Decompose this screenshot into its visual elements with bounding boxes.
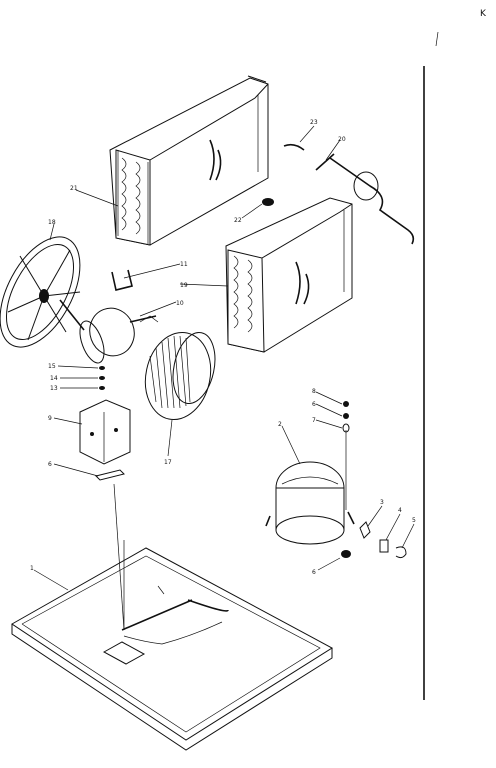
callout-21: 21 (70, 185, 78, 192)
callout-2: 2 (278, 421, 282, 428)
callout-17: 17 (164, 459, 172, 466)
callout-3: 3 (380, 499, 384, 506)
callout-1: 1 (30, 565, 34, 572)
coil-top[interactable] (109, 75, 269, 246)
grommet[interactable] (262, 198, 274, 206)
callout-labels: 21 23 20 22 18 11 19 10 15 14 13 9 17 6 … (30, 119, 416, 576)
callout-20: 20 (338, 136, 346, 143)
fan-motor[interactable] (59, 299, 159, 366)
callout-14: 14 (50, 375, 58, 382)
callout-4: 4 (398, 507, 402, 514)
leader-lines (33, 125, 415, 591)
tube-part[interactable] (283, 143, 305, 151)
corner-mark: K (480, 9, 487, 19)
callout-9: 9 (48, 415, 52, 422)
motor-bracket[interactable] (79, 399, 131, 465)
washer-stack[interactable] (99, 366, 105, 390)
callout-6a: 6 (48, 461, 52, 468)
callout-6c: 6 (312, 569, 316, 576)
stray-mark (435, 31, 439, 47)
blower-wheel[interactable] (138, 326, 221, 425)
callout-15: 15 (48, 363, 56, 370)
callout-7: 7 (312, 417, 316, 424)
base-pan[interactable] (11, 547, 333, 751)
hardware-stack[interactable] (342, 401, 350, 510)
callout-18: 18 (48, 219, 56, 226)
callout-23: 23 (310, 119, 318, 126)
callout-13: 13 (50, 385, 58, 392)
assembly-guide-line (113, 483, 125, 631)
callout-10: 10 (176, 300, 184, 307)
callout-5: 5 (412, 517, 416, 524)
compressor[interactable] (265, 461, 355, 558)
callout-8: 8 (312, 388, 316, 395)
coil-bottom[interactable] (225, 197, 353, 353)
callout-11: 11 (180, 261, 188, 268)
condenser-fan[interactable] (0, 224, 96, 360)
clip[interactable] (111, 269, 133, 291)
refrigerant-line[interactable] (315, 153, 415, 245)
callout-19: 19 (180, 282, 188, 289)
callout-6b: 6 (312, 401, 316, 408)
electrical-parts[interactable] (359, 521, 407, 559)
callout-22: 22 (234, 217, 242, 224)
mounting-pad[interactable] (95, 469, 125, 481)
